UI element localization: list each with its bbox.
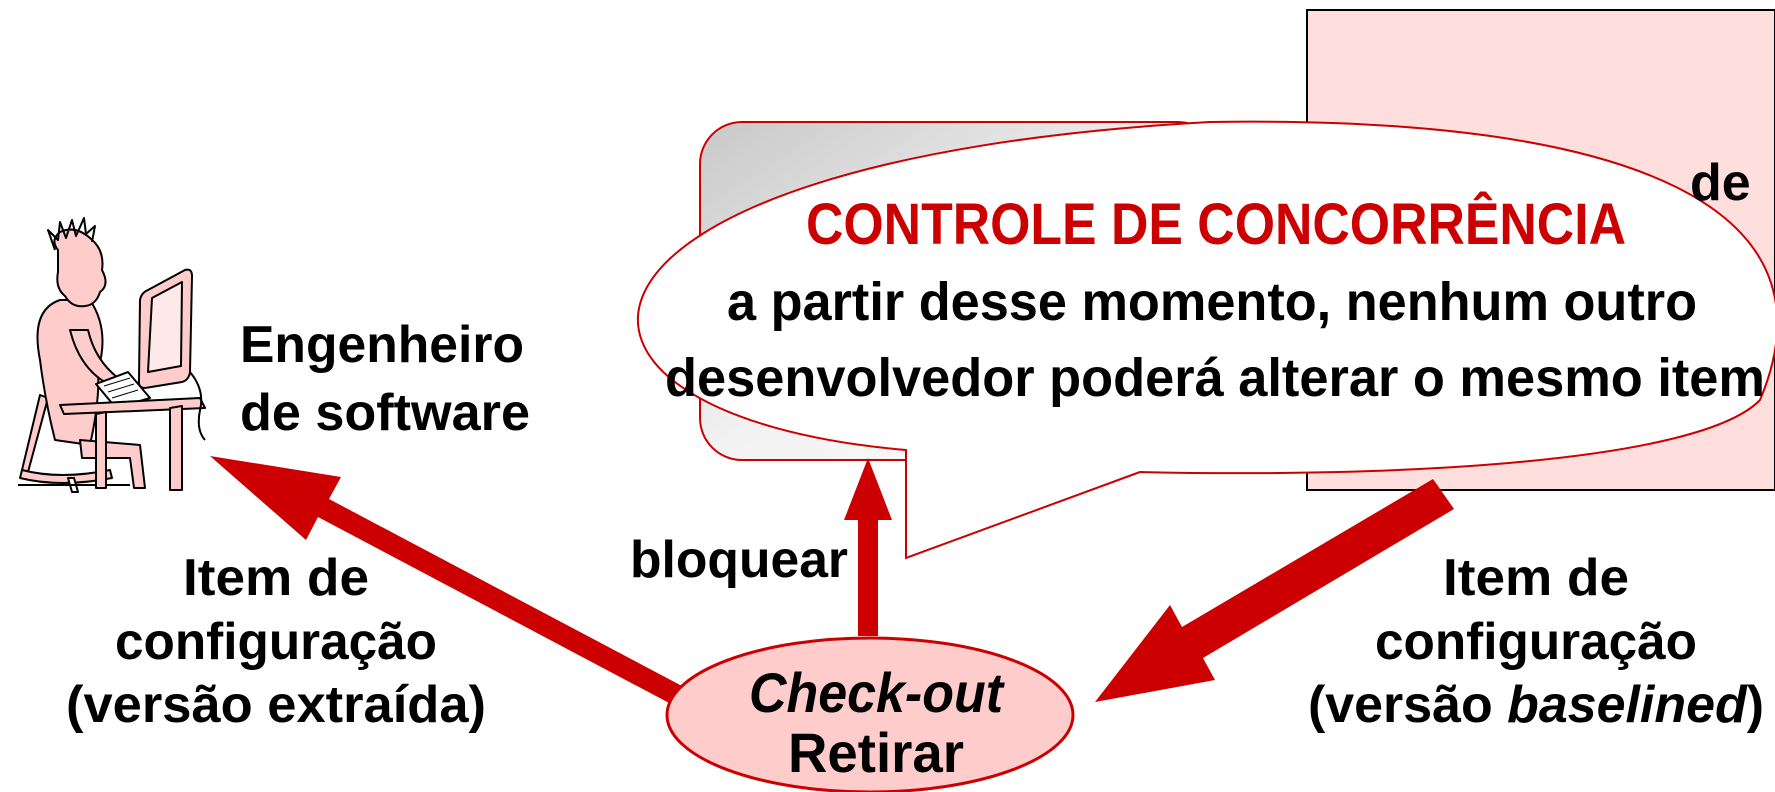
right-item-prefix: (versão — [1308, 676, 1507, 734]
lock-arrow — [844, 458, 892, 636]
right-item-line-2: configuração — [1375, 613, 1697, 671]
right-item-italic: baselined — [1507, 676, 1748, 734]
callout-bubble — [637, 120, 1775, 560]
callout-line-1: a partir desse momento, nenhum outro — [727, 272, 1697, 332]
checkout-ellipse — [665, 636, 1075, 792]
checkout-label: Retirar — [788, 721, 964, 784]
callout-title: CONTROLE DE CONCORRÊNCIA — [806, 192, 1626, 257]
engineer-at-computer-icon — [18, 217, 206, 493]
left-item-line-3: (versão extraída) — [66, 676, 486, 734]
right-item-line-1: Item de — [1443, 549, 1629, 607]
repository-partial-label: de — [1690, 154, 1751, 212]
left-item-line-2: configuração — [115, 613, 437, 671]
engineer-label-line-1: Engenheiro — [240, 316, 524, 374]
arrow-from-repository — [1095, 479, 1454, 702]
engineer-label-line-2: de software — [240, 384, 530, 442]
callout-line-2: desenvolvedor poderá alterar o mesmo ite… — [665, 348, 1765, 408]
arrow-to-engineer — [210, 456, 716, 722]
checkout-italic-label: Check-out — [749, 661, 1005, 724]
left-item-line-1: Item de — [183, 549, 369, 607]
right-item-suffix: ) — [1747, 676, 1764, 734]
right-item-line-3: (versão baselined) — [1308, 676, 1764, 734]
lock-label: bloquear — [630, 531, 848, 589]
